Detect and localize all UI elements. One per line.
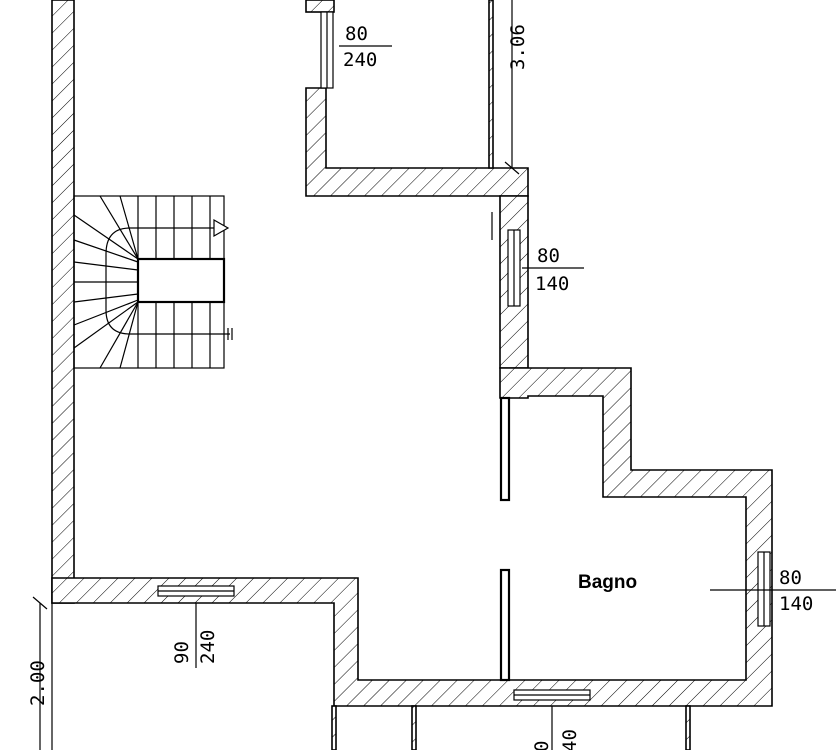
window-top-height: 240 xyxy=(343,49,377,71)
dimension-vertical-top: 3.06 xyxy=(507,24,529,70)
dimension-vertical-left: 2.00 xyxy=(27,660,49,706)
wall-left xyxy=(51,0,75,604)
wall-upper-partition xyxy=(488,0,494,169)
bathroom-door-upper xyxy=(499,396,511,502)
window-south-right-width: 0 xyxy=(531,741,553,750)
wall-top-stub xyxy=(305,0,335,13)
wall-bathroom xyxy=(51,367,773,707)
bathroom-door-lower xyxy=(499,568,511,682)
labels: 80 240 80 140 80 140 90 240 0 40 3.06 2.… xyxy=(27,23,813,750)
window-south-left-width: 90 xyxy=(171,641,193,664)
window-middle-height: 140 xyxy=(535,273,569,295)
wall-bottom-stub-1 xyxy=(331,705,337,750)
stair-arrow-icon xyxy=(213,218,230,238)
window-top-width: 80 xyxy=(345,23,368,45)
staircase xyxy=(73,195,233,369)
walls xyxy=(51,0,773,750)
doors xyxy=(499,396,511,682)
room-label-bathroom: Bagno xyxy=(578,572,637,593)
wall-bottom-stub-3 xyxy=(685,705,691,750)
stair-walk-line xyxy=(105,227,230,335)
window-bathroom-width: 80 xyxy=(779,567,802,589)
window-middle-width: 80 xyxy=(537,245,560,267)
window-south-left-height: 240 xyxy=(197,630,219,664)
window-bathroom-height: 140 xyxy=(779,593,813,615)
wall-central-upper xyxy=(305,87,529,197)
window-south-right-height: 40 xyxy=(559,729,581,750)
wall-bottom-stub-2 xyxy=(411,705,417,750)
dimension-lines xyxy=(32,0,836,750)
window-openings xyxy=(157,11,771,701)
stair-well xyxy=(136,257,226,304)
